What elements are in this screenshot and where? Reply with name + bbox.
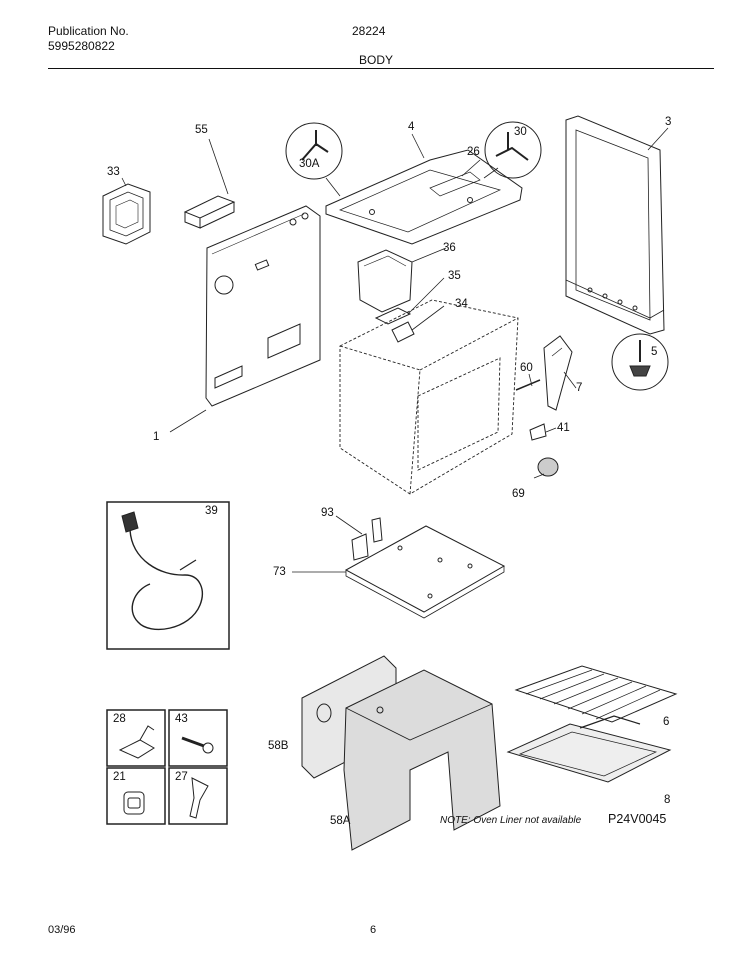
callout-36: 36 [443,242,456,254]
footer-page-number: 6 [370,924,377,936]
part-6-oven-rack [514,665,678,723]
callout-43: 43 [175,713,188,725]
part-43-box [168,709,228,767]
callout-93: 93 [321,507,334,519]
callout-27: 27 [175,771,188,783]
part-69-plug [537,457,559,477]
part-30a-detail-circle [285,122,343,180]
callout-73: 73 [273,566,286,578]
part-39-box [106,501,230,650]
leader-lines [121,127,669,573]
part-73-bottom-panel [344,525,506,619]
callout-21: 21 [113,771,126,783]
callout-6: 6 [663,716,670,728]
callout-58b: 58B [268,740,289,752]
part-55-strip [183,195,236,229]
part-27-box [168,767,228,825]
oven-liner-note: NOTE: Oven Liner not available [440,815,582,826]
callout-58a: 58A [330,815,351,827]
callout-60: 60 [520,362,533,374]
part-41-clip [529,423,547,441]
part-30-detail-circle [484,121,542,179]
oven-body [339,299,519,495]
part-34-bracket [391,321,415,343]
part-36-duct [357,249,413,313]
callout-26: 26 [467,146,480,158]
part-21-box [106,767,166,825]
callout-30a: 30A [299,158,320,170]
publication-label: Publication No. [48,24,129,38]
part-7-hinge [543,335,573,411]
part-4-top-panel [325,149,523,245]
part-1-back-panel [205,205,321,407]
callout-8: 8 [664,794,671,806]
header-rule [48,68,714,69]
part-60-hinge-pin [515,379,541,391]
callout-3: 3 [665,116,672,128]
part-5-leveler-circle [611,333,669,391]
part-33-bracket [102,183,151,245]
part-8-broiler-pan [506,715,672,783]
callout-1: 1 [153,431,160,443]
callout-4: 4 [408,121,415,133]
callout-41: 41 [557,422,570,434]
drawing-code: P24V0045 [608,812,667,826]
callout-55: 55 [195,124,208,136]
model-number: 28224 [352,24,386,38]
callout-30: 30 [514,126,527,138]
callout-69: 69 [512,488,525,500]
part-28-box [106,709,166,767]
publication-number: 5995280822 [48,39,115,53]
callout-39: 39 [205,505,218,517]
callout-33: 33 [107,166,120,178]
part-3-frame [565,115,665,335]
part-58a-insulation [343,669,501,851]
part-35-gasket [374,307,412,325]
callout-28: 28 [113,713,126,725]
callout-35: 35 [448,270,461,282]
callout-34: 34 [455,298,468,310]
footer-date: 03/96 [48,924,76,936]
callout-5: 5 [651,346,658,358]
section-title: BODY [359,53,394,67]
part-93-bracket [351,517,383,561]
callout-7: 7 [576,382,583,394]
